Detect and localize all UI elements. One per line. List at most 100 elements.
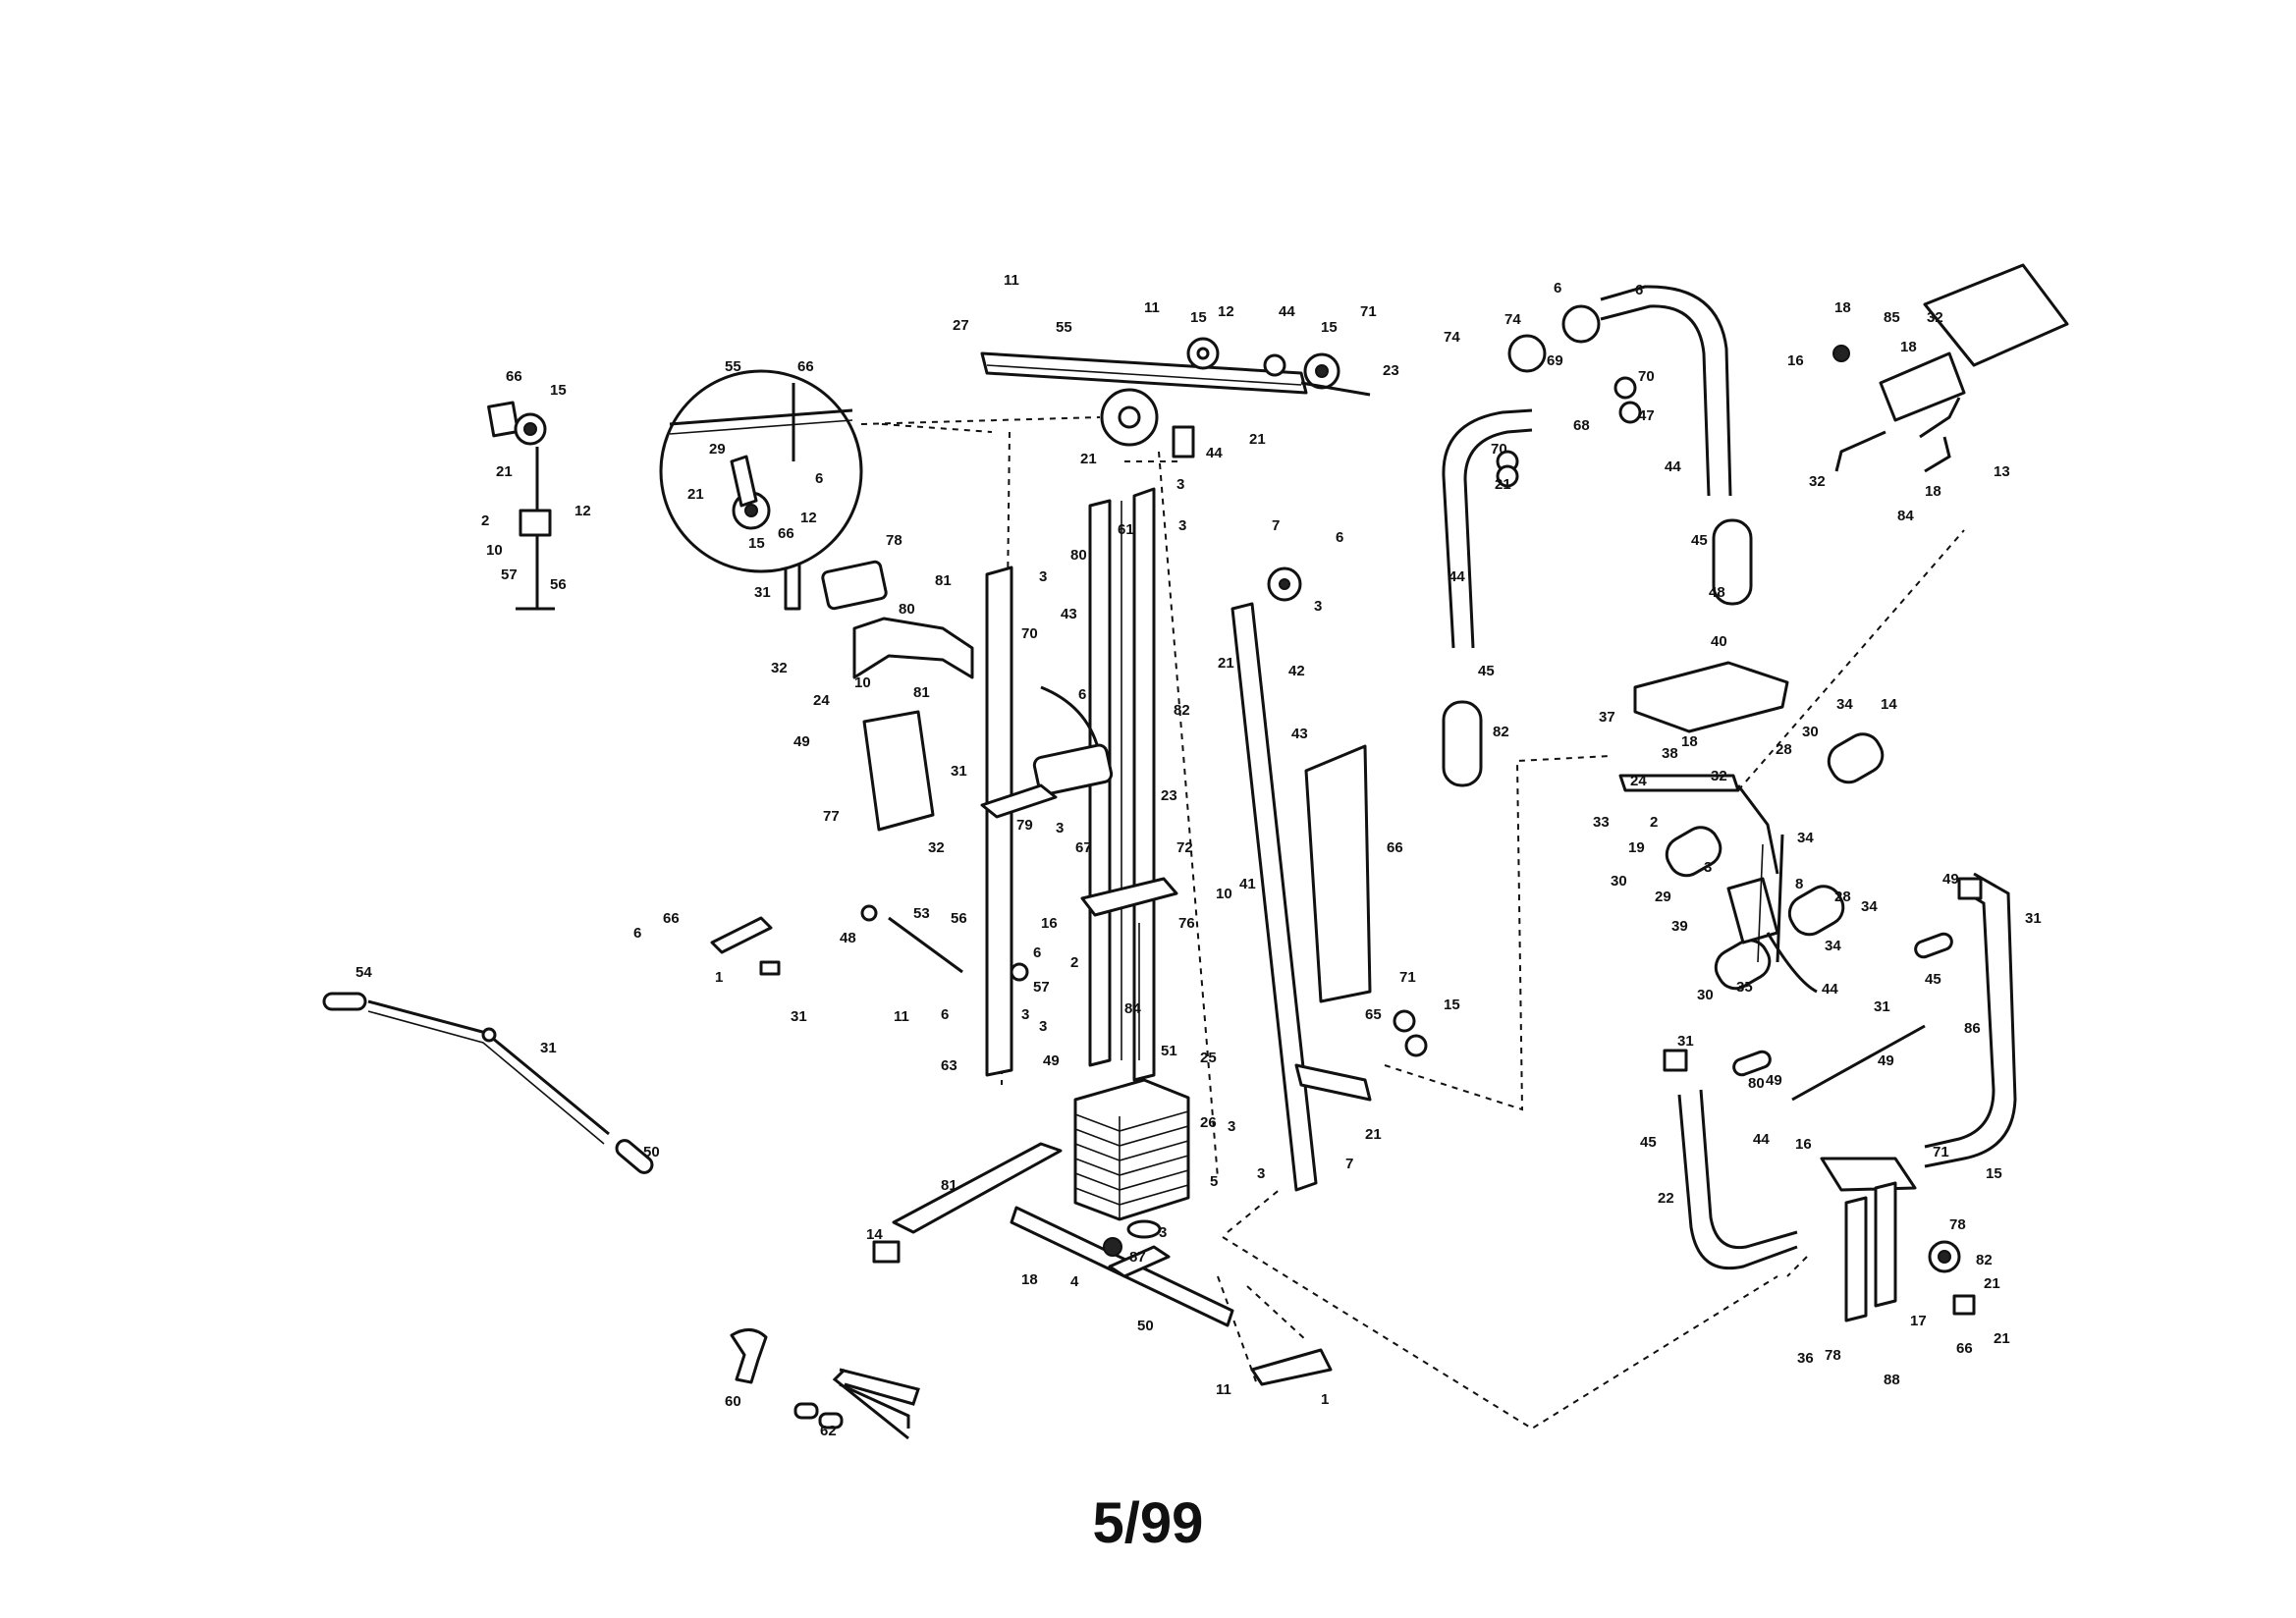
callout-label: 45 — [1925, 971, 1941, 988]
callout-label: 55 — [725, 358, 741, 375]
callout-label: 44 — [1822, 981, 1838, 998]
callout-label: 34 — [1836, 696, 1853, 713]
callout-label: 24 — [813, 692, 830, 709]
callout-label: 19 — [1628, 839, 1645, 856]
callout-label: 8 — [1795, 876, 1803, 892]
callout-label: 29 — [1655, 889, 1671, 905]
callout-label: 44 — [1753, 1131, 1770, 1148]
callout-label: 38 — [1662, 745, 1678, 762]
callout-label: 87 — [1129, 1249, 1146, 1266]
callout-label: 48 — [1709, 584, 1725, 601]
callout-label: 3 — [1159, 1224, 1167, 1241]
callout-label: 15 — [1986, 1165, 2002, 1182]
callout-label: 21 — [1249, 431, 1266, 448]
callout-label: 36 — [1797, 1350, 1814, 1367]
callout-label: 49 — [1878, 1052, 1894, 1069]
callout-label: 54 — [355, 964, 372, 981]
callout-label: 34 — [1797, 830, 1814, 846]
callout-label: 31 — [791, 1008, 807, 1025]
callout-label: 30 — [1802, 724, 1819, 740]
callout-label: 68 — [1573, 417, 1590, 434]
callout-label: 47 — [1638, 407, 1655, 424]
callout-label: 42 — [1288, 663, 1305, 679]
callout-label: 16 — [1041, 915, 1058, 932]
callout-label: 74 — [1444, 329, 1460, 346]
callout-label: 39 — [1671, 918, 1688, 935]
callout-label: 56 — [550, 576, 567, 593]
callout-label: 49 — [793, 733, 810, 750]
callout-label: 35 — [1736, 979, 1753, 996]
callout-label: 3 — [1056, 820, 1064, 836]
callout-label: 57 — [501, 566, 518, 583]
callout-label: 11 — [1004, 272, 1019, 289]
callout-label: 30 — [1697, 987, 1714, 1003]
callout-label: 82 — [1493, 724, 1509, 740]
callout-label: 6 — [1635, 282, 1643, 298]
callout-label: 32 — [771, 660, 788, 676]
callout-label: 18 — [1900, 339, 1917, 355]
seat-back-upright — [1230, 566, 1428, 1192]
callout-label: 26 — [1200, 1114, 1217, 1131]
callout-label: 32 — [1927, 309, 1943, 326]
callout-label: 81 — [935, 572, 952, 589]
callout-label: 41 — [1239, 876, 1256, 892]
callout-label: 6 — [633, 925, 641, 942]
callout-label: 66 — [1387, 839, 1403, 856]
left-side-parts — [487, 401, 963, 976]
callout-label: 23 — [1383, 362, 1399, 379]
callout-label: 3 — [1039, 568, 1047, 585]
callout-label: 76 — [1178, 915, 1195, 932]
callout-label: 62 — [820, 1423, 837, 1439]
callout-label: 77 — [823, 808, 840, 825]
callout-label: 50 — [643, 1144, 660, 1160]
callout-label: 80 — [899, 601, 915, 618]
callout-label: 2 — [481, 512, 489, 529]
base-frame — [872, 1142, 1333, 1386]
callout-label: 31 — [754, 584, 771, 601]
callout-label: 21 — [1994, 1330, 2010, 1347]
callout-label: 33 — [1593, 814, 1610, 831]
callout-label: 80 — [1070, 547, 1087, 564]
callout-label: 48 — [840, 930, 856, 946]
callout-label: 78 — [886, 532, 902, 549]
callout-label: 32 — [1809, 473, 1826, 490]
callout-label: 82 — [1174, 702, 1190, 719]
callout-label: 3 — [1314, 598, 1322, 615]
callout-label: 15 — [1190, 309, 1207, 326]
callout-label: 70 — [1021, 625, 1038, 642]
callout-label: 56 — [951, 910, 967, 927]
callout-label: 53 — [913, 905, 930, 922]
callout-label: 28 — [1834, 889, 1851, 905]
callout-label: 22 — [1658, 1190, 1674, 1207]
callout-label: 3 — [1178, 517, 1186, 534]
callout-label: 18 — [1681, 733, 1698, 750]
callout-label: 66 — [1956, 1340, 1973, 1357]
callout-label: 49 — [1942, 871, 1959, 888]
callout-label: 44 — [1449, 568, 1465, 585]
callout-label: 50 — [1137, 1318, 1154, 1334]
callout-label: 3 — [1257, 1165, 1265, 1182]
callout-label: 21 — [496, 463, 513, 480]
seat-and-leg-rollers — [1618, 661, 1885, 994]
callout-label: 11 — [894, 1008, 909, 1025]
callout-label: 49 — [1766, 1072, 1782, 1089]
callout-label: 61 — [1118, 521, 1134, 538]
callout-label: 5 — [1210, 1173, 1218, 1190]
callout-label: 21 — [1984, 1275, 2000, 1292]
press-arm-frame — [821, 560, 1114, 1077]
callout-label: 40 — [1711, 633, 1727, 650]
callout-label: 15 — [1321, 319, 1338, 336]
accessory-handles — [730, 1328, 920, 1440]
callout-label: 3 — [1176, 476, 1184, 493]
callout-label: 69 — [1547, 352, 1563, 369]
callout-label: 45 — [1691, 532, 1708, 549]
callout-label: 12 — [1218, 303, 1234, 320]
callout-label: 16 — [1787, 352, 1804, 369]
callout-label: 6 — [1554, 280, 1561, 297]
callout-label: 6 — [815, 470, 823, 487]
callout-label: 7 — [1272, 517, 1280, 534]
diagram-revision-code: 5/99 — [1092, 1491, 1204, 1555]
callout-label: 31 — [1677, 1033, 1694, 1050]
callout-label: 6 — [1078, 686, 1086, 703]
